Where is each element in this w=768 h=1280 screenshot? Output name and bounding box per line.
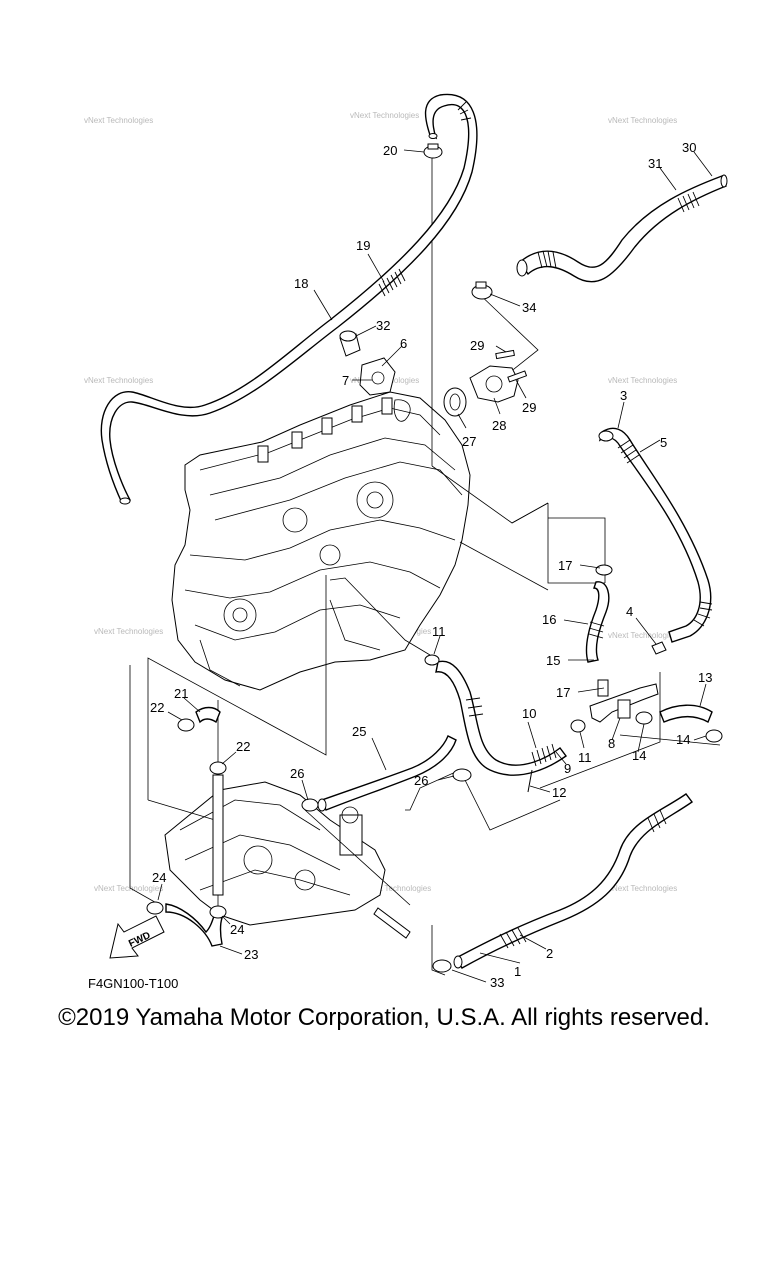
vertical-pipe [212,774,224,896]
callout-4: 4 [626,604,633,619]
watermark: vNext Technologies [84,376,153,385]
callout-14b: 14 [676,732,690,747]
hose-21 [195,706,221,724]
hose-16 [585,564,613,663]
hose-1-2 [453,793,693,969]
callout-21: 21 [174,686,188,701]
callout-10: 10 [522,706,536,721]
fitting-6-7-32 [339,330,396,396]
callout-14a: 14 [632,748,646,763]
callout-24a: 24 [152,870,166,885]
clamp-20 [423,143,443,159]
copyright-notice: ©2019 Yamaha Motor Corporation, U.S.A. A… [58,1004,710,1031]
callout-27: 27 [462,434,476,449]
callout-34: 34 [522,300,536,315]
watermark: vNext Technologies [350,111,419,120]
callout-29a: 29 [470,338,484,353]
callout-33: 33 [490,975,504,990]
callout-18: 18 [294,276,308,291]
callout-labels: 1 2 3 4 5 6 7 8 9 10 11 11 12 13 14 14 1… [150,140,712,990]
callout-8: 8 [608,736,615,751]
watermark: vNext Technologies [608,376,677,385]
callout-3: 3 [620,388,627,403]
hose-3-5 [598,427,713,643]
watermark: vNext Technologies [608,116,677,125]
hose-ribs [378,101,472,297]
callout-11a: 11 [432,624,446,639]
callout-13: 13 [698,670,712,685]
watermark: vNext Technologies [94,627,163,636]
hose-13 [659,704,713,724]
callout-17b: 17 [556,685,570,700]
hose-25 [317,735,457,812]
clamp-33 [432,959,452,973]
callout-16: 16 [542,612,556,627]
watermark: vNext Technologies [84,116,153,125]
watermark: vNext Technologies [608,884,677,893]
callout-26b: 26 [414,773,428,788]
callout-32: 32 [376,318,390,333]
callout-25: 25 [352,724,366,739]
watermark: vNext Technologies [608,631,677,640]
callout-31: 31 [648,156,662,171]
watermark: vNext Technologies [362,884,431,893]
callout-26a: 26 [290,766,304,781]
hose-30-31 [516,174,728,283]
hose-18-19 [100,93,478,505]
callout-22a: 22 [150,700,164,715]
tee-fitting-8 [570,641,723,743]
callout-24b: 24 [230,922,244,937]
clamp-22a [177,718,195,732]
hose-ribs [499,809,667,949]
hose-ribs [465,697,557,767]
clamp-24a [146,901,164,915]
callout-11b: 11 [578,750,592,765]
callout-28: 28 [492,418,506,433]
callout-9: 9 [564,761,571,776]
watermark: vNext Technologies [94,884,163,893]
clamp-22b [209,761,227,775]
engine-block [171,391,471,691]
callout-23: 23 [244,947,258,962]
diagram-code: F4GN100-T100 [88,976,178,991]
callout-12: 12 [552,785,566,800]
pump-assembly [164,781,411,939]
callout-1: 1 [514,964,521,979]
hose-9-10 [424,654,567,793]
callout-2: 2 [546,946,553,961]
hose-ribs [617,439,713,627]
clamp-34 [471,281,493,300]
clamp-24b [209,905,227,919]
clamp-26b [452,768,472,782]
clamp-26a [301,798,319,812]
hose-ribs [537,191,700,269]
callout-15: 15 [546,653,560,668]
callout-7: 7 [342,373,349,388]
callout-5: 5 [660,435,667,450]
callout-20: 20 [383,143,397,158]
callout-29b: 29 [522,400,536,415]
callout-6: 6 [400,336,407,351]
callout-30: 30 [682,140,696,155]
fwd-arrow: FWD [109,915,165,959]
hose-ribs [588,621,605,639]
callout-19: 19 [356,238,370,253]
callout-22b: 22 [236,739,250,754]
thermostat-housing [443,349,528,417]
callout-17a: 17 [558,558,572,573]
